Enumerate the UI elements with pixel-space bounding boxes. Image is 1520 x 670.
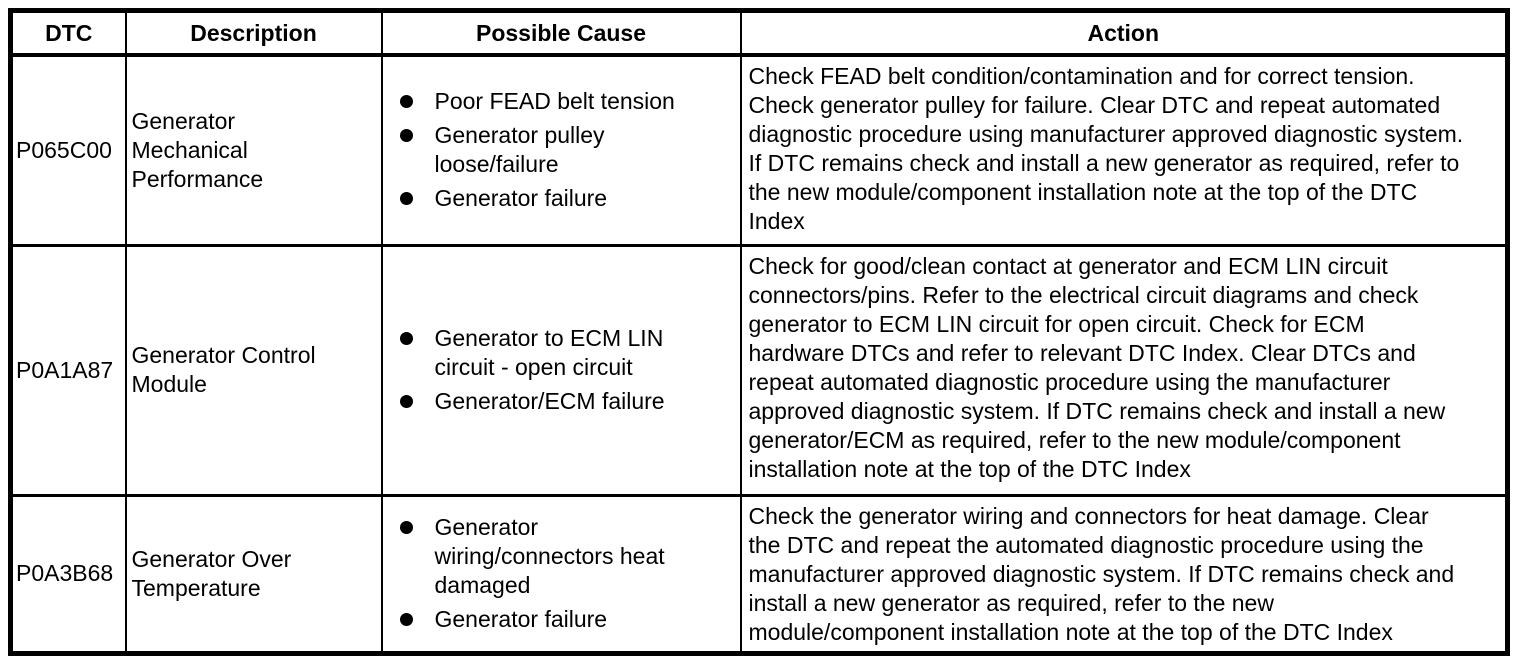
cause-list: Generator wiring/connectors heat damaged… [387,513,736,634]
bullet-icon [399,129,413,143]
header-row: DTC Description Possible Cause Action [9,9,1509,57]
cause-item: Generator failure [387,605,736,634]
cause-text: Generator failure [434,185,608,212]
bullet-icon [399,521,413,534]
possible-cause-cell: Generator to ECM LIN circuit - open circ… [380,243,742,497]
cause-item: Generator failure [387,184,736,213]
action-cell: Check for good/clean contact at generato… [739,243,1509,497]
cause-item: Generator wiring/connectors heat damaged [387,513,736,600]
action-cell: Check FEAD belt condition/contamination … [739,53,1509,247]
table-row: P0A3B68 Generator Over Temperature Gener… [9,493,1509,655]
description-cell: Generator Over Temperature [124,493,383,655]
cause-text: Generator/ECM failure [434,388,665,414]
cause-text: Generator to ECM LIN circuit - open circ… [434,325,664,380]
bullet-icon [399,95,413,109]
bullet-icon [399,613,413,626]
dtc-code: P0A1A87 [9,243,127,497]
header-possible-cause: Possible Cause [380,9,742,57]
cause-item: Generator/ECM failure [387,387,736,416]
table-row: P0A1A87 Generator Control Module Generat… [9,243,1509,497]
cause-list: Generator to ECM LIN circuit - open circ… [387,324,736,416]
cause-item: Generator pulley loose/failure [387,121,736,179]
cause-list: Poor FEAD belt tension Generator pulley … [387,87,736,213]
table-row: P065C00 Generator Mechanical Performance… [9,53,1509,247]
cause-text: Poor FEAD belt tension [434,88,675,115]
dtc-index-table: DTC Description Possible Cause Action P0… [8,8,1510,656]
bullet-icon [399,192,413,206]
cause-item: Generator to ECM LIN circuit - open circ… [387,324,736,382]
header-description: Description [124,9,383,57]
header-dtc: DTC [9,9,127,57]
cause-text: Generator pulley loose/failure [434,122,605,178]
possible-cause-cell: Generator wiring/connectors heat damaged… [380,493,742,655]
bullet-icon [399,395,413,408]
cause-text: Generator wiring/connectors heat damaged [434,514,665,598]
possible-cause-cell: Poor FEAD belt tension Generator pulley … [380,53,742,247]
cause-item: Poor FEAD belt tension [387,87,736,116]
dtc-code: P0A3B68 [9,493,127,655]
header-action: Action [739,9,1509,57]
action-cell: Check the generator wiring and connector… [739,493,1509,655]
cause-text: Generator failure [434,606,608,632]
bullet-icon [399,332,413,345]
description-cell: Generator Control Module [124,243,383,497]
description-cell: Generator Mechanical Performance [124,53,383,247]
dtc-code: P065C00 [9,53,127,247]
